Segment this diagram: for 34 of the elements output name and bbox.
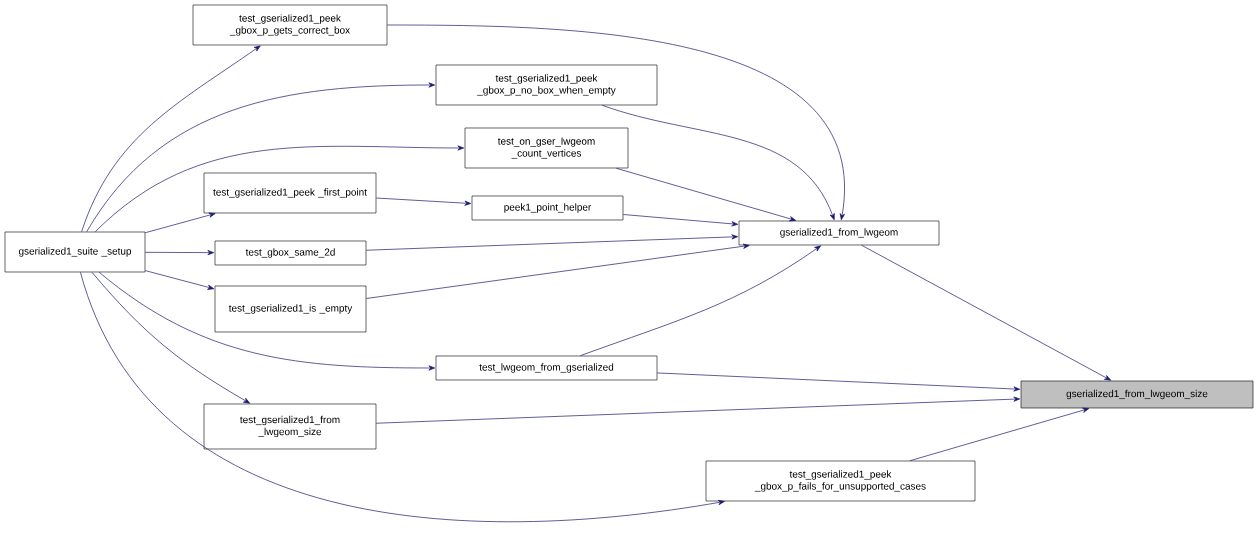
function-box: test_gserialized1_peek _gbox_p_fails_for_unsupported_cases [705, 460, 976, 502]
arrow [98, 271, 436, 371]
function-box: test_gserialized1_peek _gbox_p_no_box_when_empty [435, 64, 658, 106]
function-box: test_lwgeom_from_gserialized [435, 355, 658, 381]
function-box: test_gbox_same_2d [214, 240, 367, 266]
function-box: peek1_point_helper [471, 195, 624, 221]
arrow [91, 271, 251, 404]
arrow [579, 245, 821, 357]
arrow [81, 45, 261, 233]
arrow [144, 212, 216, 234]
arrow [386, 24, 845, 221]
function-box: test_on_gser_lwgeom _count_vertices [464, 127, 629, 169]
function-box: gserialized1_from_lwgeom_size [1020, 380, 1254, 409]
function-box: gserialized1_suite _setup [4, 231, 146, 273]
function-box: gserialized1_from_lwgeom [738, 220, 940, 246]
arrow [94, 145, 465, 233]
arrow [144, 270, 215, 290]
arrow [80, 271, 725, 523]
arrow [601, 104, 835, 221]
arrow [375, 197, 472, 206]
function-box: test_gserialized1_from _lwgeom_size [203, 403, 377, 450]
arrow [909, 407, 1090, 462]
arrow [86, 82, 436, 233]
arrow [365, 243, 750, 299]
arrow [656, 372, 1021, 392]
function-box: test_gserialized1_peek _first_point [203, 172, 377, 214]
arrow [622, 214, 739, 227]
function-box: test_gserialized1_is _empty [214, 285, 367, 333]
arrow [861, 244, 1112, 381]
function-box: test_gserialized1_peek _gbox_p_gets_correct_box [192, 4, 388, 46]
arrow [616, 167, 797, 222]
arrow [375, 396, 1021, 424]
arrow [144, 250, 215, 256]
arrow [365, 234, 739, 251]
